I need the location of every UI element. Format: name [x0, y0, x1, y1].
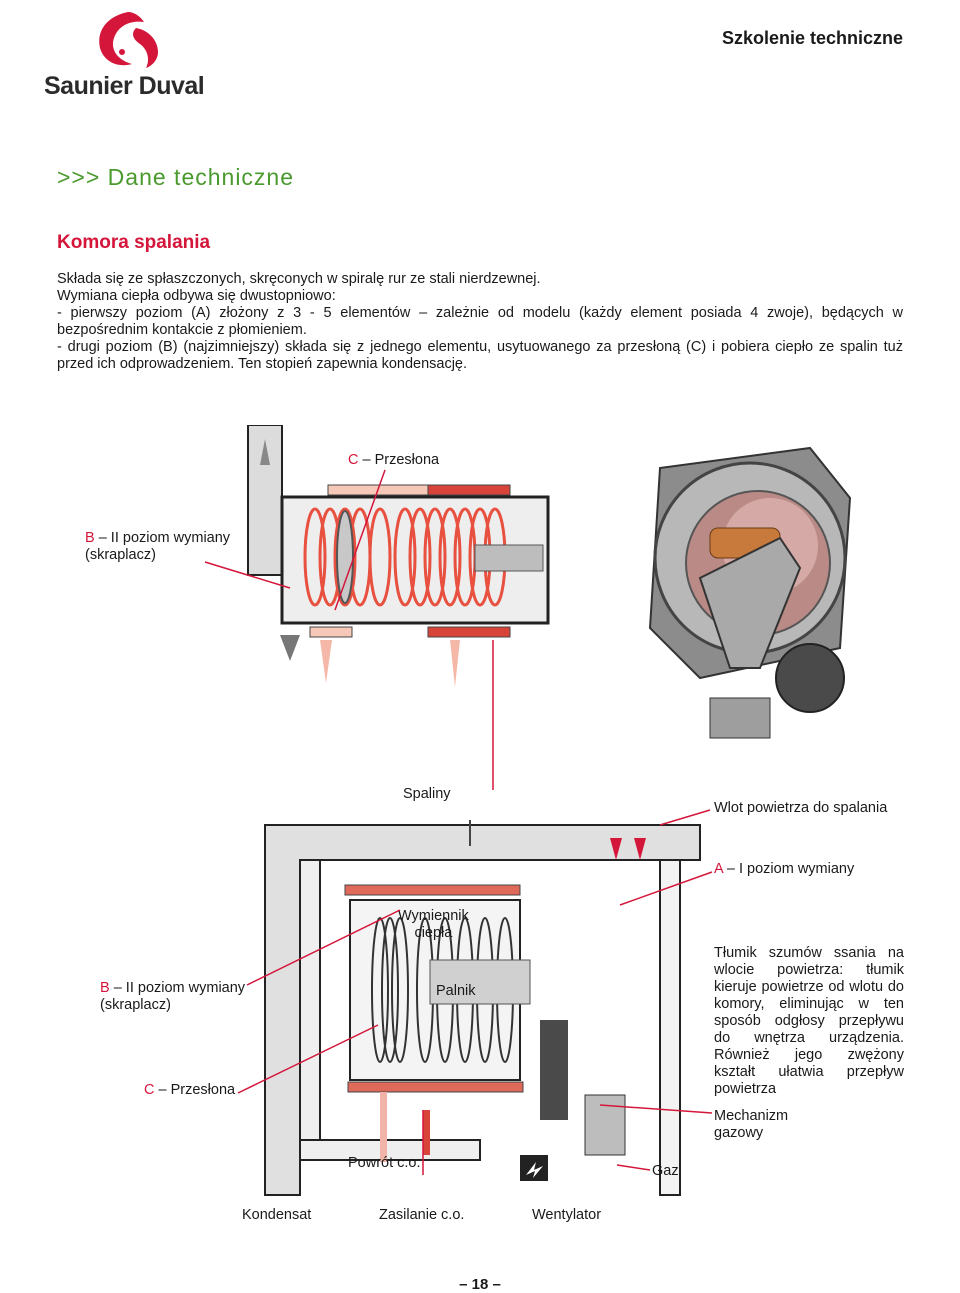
label-kondensat: Kondensat: [242, 1207, 312, 1223]
label-tlumik: Tłumik szumów ssania na wlocie powietrza…: [714, 945, 904, 1097]
label-a-bottom: A – I poziom wymiany: [714, 861, 854, 878]
label-text: – II poziom wymiany: [109, 980, 246, 996]
label-text: – Przesłona: [154, 1082, 236, 1098]
label-wentylator: Wentylator: [532, 1207, 602, 1223]
label-b-bottom: B – II poziom wymiany (skraplacz): [100, 980, 245, 1014]
body-text: Składa się ze spłaszczonych, skręconych …: [57, 271, 903, 373]
label-wlot: Wlot powietrza do spalania: [714, 800, 888, 816]
label-key: B: [100, 980, 110, 996]
label-text: Wymiennik: [398, 908, 469, 924]
page-number: – 18 –: [459, 1276, 501, 1293]
label-text: gazowy: [714, 1125, 764, 1141]
label-text: – Przesłona: [358, 452, 440, 468]
section-title: >>> Dane techniczne: [57, 164, 295, 190]
label-powrot: Powrót c.o.: [348, 1155, 421, 1171]
heat-exchanger-section-diagram: [247, 425, 550, 687]
label-palnik: Palnik: [436, 983, 476, 999]
label-key: C: [348, 452, 359, 468]
label-c-bottom: C – Przesłona: [144, 1082, 235, 1099]
paragraph: Wymiana ciepła odbywa się dwustopniowo:: [57, 288, 336, 304]
boiler-schematic-diagram: [264, 820, 701, 1196]
label-text: ciepła: [414, 925, 453, 941]
label-zasilanie: Zasilanie c.o.: [379, 1207, 465, 1223]
label-text: – I poziom wymiany: [722, 861, 855, 877]
paragraph: Składa się ze spłaszczonych, skręconych …: [57, 271, 541, 287]
label-gaz: Gaz: [652, 1163, 679, 1179]
paragraph: - pierwszy poziom (A) złożony z 3 - 5 el…: [57, 305, 903, 338]
subheading: Komora spalania: [57, 232, 211, 253]
boiler-module-illustration: [648, 446, 852, 739]
label-spaliny: Spaliny: [403, 786, 451, 802]
label-key: C: [144, 1082, 155, 1098]
label-b-top: B – II poziom wymiany (skraplacz): [85, 530, 230, 564]
label-text: Mechanizm: [714, 1108, 789, 1124]
label-c-top: C – Przesłona: [348, 452, 439, 469]
brand-logo-icon: [99, 12, 158, 68]
label-text: – II poziom wymiany: [94, 530, 231, 546]
label-text: (skraplacz): [85, 547, 156, 563]
document-label: Szkolenie techniczne: [721, 28, 903, 48]
label-key: A: [714, 861, 723, 877]
paragraph: - drugi poziom (B) (najzimniejszy) skład…: [57, 339, 903, 372]
label-text: (skraplacz): [100, 997, 171, 1013]
label-key: B: [85, 530, 95, 546]
label-wymiennik: Wymiennik ciepła: [398, 908, 469, 942]
label-mechanizm: Mechanizm gazowy: [714, 1108, 788, 1142]
brand-name: Saunier Duval: [44, 72, 205, 100]
